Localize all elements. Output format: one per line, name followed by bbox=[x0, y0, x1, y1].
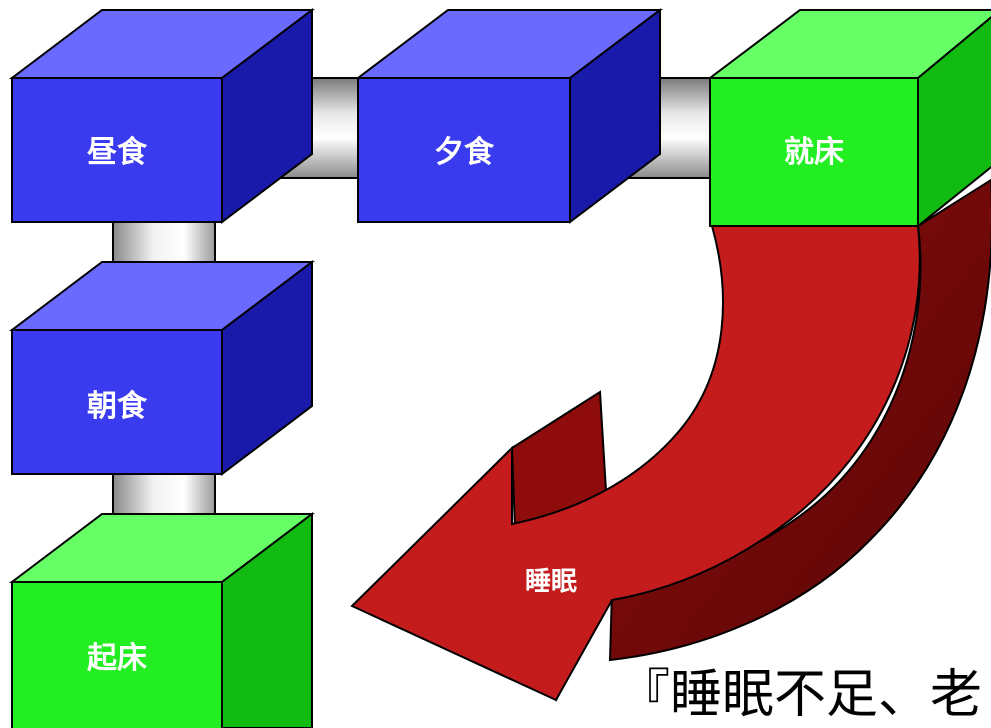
dinner-label: 夕食 bbox=[434, 135, 495, 170]
breakfast-label: 朝食 bbox=[87, 389, 148, 424]
cube-breakfast: 朝食 bbox=[9, 259, 315, 477]
cube-wakeup: 起床 bbox=[9, 511, 315, 728]
wakeup-label: 起床 bbox=[87, 641, 147, 676]
cube-dinner: 夕食 bbox=[355, 7, 663, 225]
bedtime-label: 就床 bbox=[784, 135, 844, 170]
caption-text: 『睡眠不足、老 bbox=[618, 665, 982, 725]
cube-bedtime: 就床 bbox=[707, 9, 991, 229]
lunch-label: 昼食 bbox=[87, 135, 148, 170]
sleep-arrow: 睡眠 bbox=[350, 178, 991, 702]
cube-lunch: 昼食 bbox=[9, 7, 315, 225]
sleep-label: 睡眠 bbox=[525, 567, 577, 597]
